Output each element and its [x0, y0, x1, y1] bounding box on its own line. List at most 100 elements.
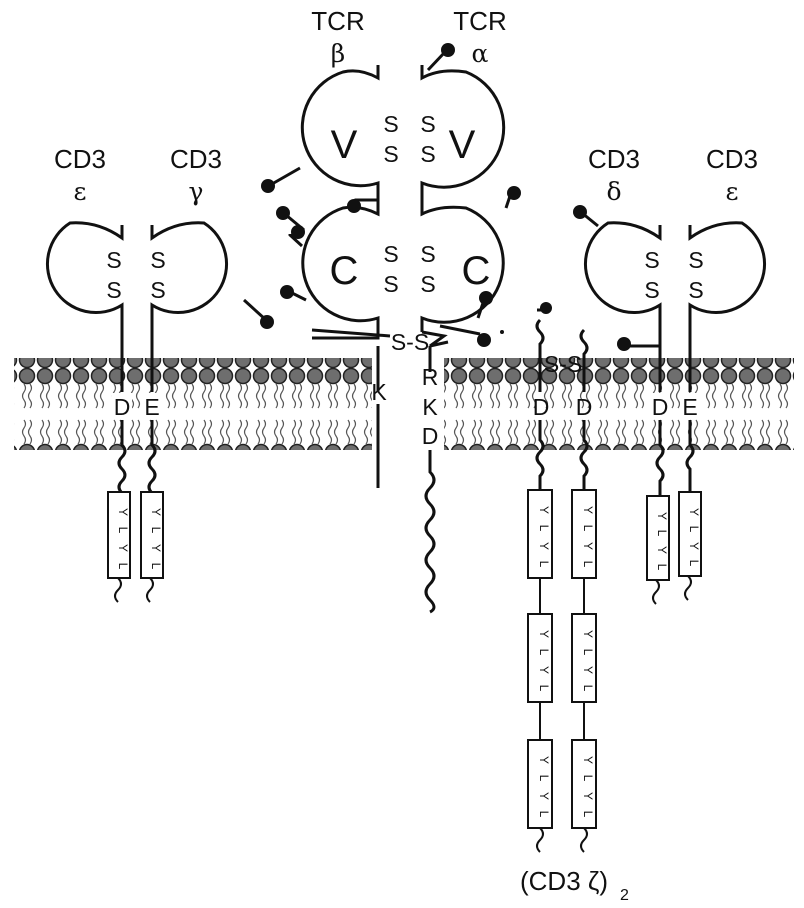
ss-label: S	[420, 271, 435, 297]
tcr-alpha-chain: TCR α V S S C S S R K D	[420, 6, 521, 612]
tcr-alpha-name: TCR	[453, 6, 506, 36]
residue-d: D	[576, 394, 593, 420]
ss-label: S	[688, 277, 703, 303]
glycosylation-site-icon	[617, 337, 631, 351]
glycosylation-site-icon	[573, 205, 587, 219]
c-domain-label: C	[330, 249, 359, 293]
itam-l: L	[537, 649, 551, 656]
tcr-alpha-cytoplasmic-tail	[426, 450, 434, 612]
itam-y: Y	[581, 756, 595, 764]
tcr-alpha-greek: α	[472, 39, 489, 68]
glycosylation-site-icon	[441, 43, 455, 57]
itam-l: L	[581, 525, 595, 532]
cd3-epsilon-left-name: CD3	[54, 144, 106, 174]
cd3-epsilon-right-name: CD3	[706, 144, 758, 174]
v-domain-label: V	[449, 123, 476, 167]
glycosylation-site-icon	[280, 285, 294, 299]
itam-l: L	[116, 563, 130, 570]
residue-e: E	[682, 394, 697, 420]
itam-y: Y	[537, 666, 551, 674]
itam-box: Y L Y L	[572, 490, 596, 578]
cd3-gamma-name: CD3	[170, 144, 222, 174]
itam-box: Y L Y L	[528, 614, 552, 702]
itam-box: Y L Y L	[528, 740, 552, 828]
ss-label: S	[644, 277, 659, 303]
itam-l: L	[687, 526, 701, 533]
itam-y: Y	[655, 546, 669, 554]
cd3-delta-name: CD3	[588, 144, 640, 174]
itam-y: Y	[581, 542, 595, 550]
itam-y: Y	[687, 542, 701, 550]
cd3-zeta-label: (CD3 ζ)	[520, 866, 608, 896]
ss-label: S	[420, 241, 435, 267]
itam-l: L	[687, 560, 701, 567]
glycosylation-site-icon	[260, 315, 274, 329]
v-domain-label: V	[331, 123, 358, 167]
itam-y: Y	[537, 542, 551, 550]
itam-box: Y L Y L	[572, 614, 596, 702]
ss-label: S	[688, 247, 703, 273]
cd3-delta-greek: δ	[606, 177, 621, 206]
itam-y: Y	[149, 544, 163, 552]
itam-l: L	[537, 685, 551, 692]
itam-box: Y L Y L	[572, 740, 596, 828]
itam-l: L	[149, 563, 163, 570]
c-domain-label: C	[462, 249, 491, 293]
itam-y: Y	[581, 506, 595, 514]
residue-d: D	[533, 394, 550, 420]
glycosylation-site-icon	[347, 199, 361, 213]
ss-label: S	[644, 247, 659, 273]
itam-y: Y	[537, 506, 551, 514]
itam-y: Y	[581, 630, 595, 638]
itam-l: L	[581, 811, 595, 818]
residue-d: D	[652, 394, 669, 420]
itam-l: L	[537, 811, 551, 818]
cd3-gamma-greek: γ	[189, 177, 204, 206]
itam-y: Y	[116, 544, 130, 552]
itam-y: Y	[581, 666, 595, 674]
itam-y: Y	[537, 792, 551, 800]
itam-l: L	[537, 525, 551, 532]
itam-box: Y L Y L	[679, 492, 701, 576]
ss-label: S	[420, 111, 435, 137]
tcr-beta-name: TCR	[311, 6, 364, 36]
itam-box: Y L Y L	[528, 490, 552, 578]
itam-y: Y	[655, 512, 669, 520]
itam-l: L	[537, 775, 551, 782]
itam-l: L	[655, 530, 669, 537]
glycosylation-site-icon	[276, 206, 290, 220]
glycosylation-site-icon	[540, 302, 552, 314]
zeta-disulfide: S-S	[544, 351, 582, 377]
glycosylation-site-icon	[291, 225, 305, 239]
tcr-beta-greek: β	[331, 39, 345, 68]
ss-label: S	[420, 141, 435, 167]
cd3-zeta-subscript: 2	[620, 887, 629, 904]
itam-l: L	[116, 527, 130, 534]
ss-label: S	[383, 241, 398, 267]
ss-label: S	[383, 111, 398, 137]
itam-l: L	[655, 564, 669, 571]
ss-label: S	[383, 271, 398, 297]
itam-l: L	[537, 561, 551, 568]
ss-label: S	[383, 141, 398, 167]
residue-k: K	[371, 379, 387, 405]
glycosylation-site-icon	[479, 291, 493, 305]
itam-l: L	[581, 685, 595, 692]
itam-box: Y L Y L	[108, 492, 130, 578]
itam-y: Y	[537, 630, 551, 638]
residue-d: D	[422, 423, 439, 449]
residue-k: K	[422, 394, 438, 420]
residue-e: E	[144, 394, 159, 420]
itam-y: Y	[149, 508, 163, 516]
itam-y: Y	[581, 792, 595, 800]
itam-l: L	[581, 649, 595, 656]
itam-box: Y L Y L	[141, 492, 163, 578]
glycosylation-site-icon	[507, 186, 521, 200]
ss-label: S	[106, 247, 121, 273]
ss-label: S	[150, 277, 165, 303]
residue-r: R	[422, 364, 439, 390]
ss-label: S	[150, 247, 165, 273]
itam-y: Y	[537, 756, 551, 764]
cd3-epsilon-left-greek: ε	[74, 177, 87, 206]
glycosylation-site-icon	[477, 333, 491, 347]
